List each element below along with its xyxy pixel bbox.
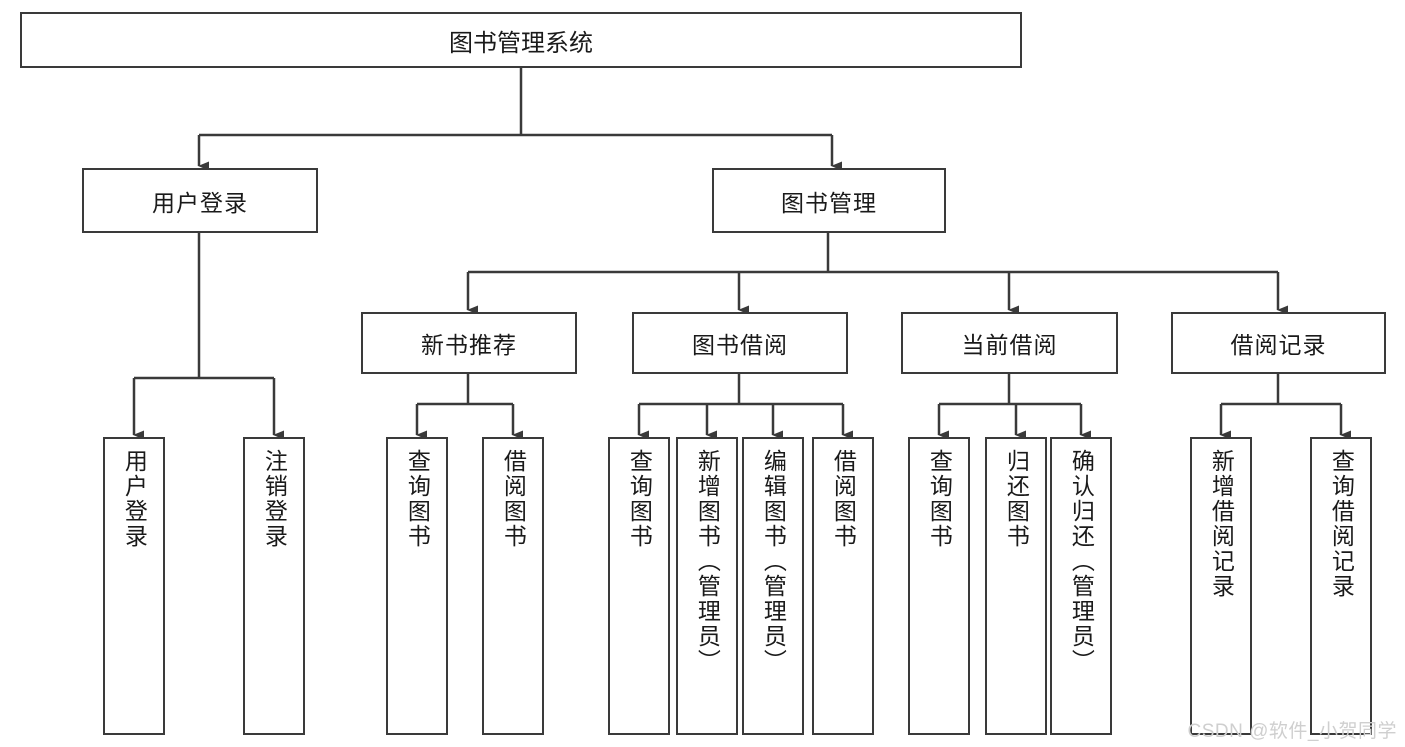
node-borrow-record[interactable]: 借阅记录 bbox=[1171, 312, 1386, 374]
watermark: CSDN @软件_小贺同学 bbox=[1187, 721, 1397, 742]
node-book-borrow[interactable]: 图书借阅 bbox=[632, 312, 848, 374]
node-label: 图书借阅 bbox=[692, 332, 788, 358]
node-root-system[interactable]: 图书管理系统 bbox=[20, 12, 1022, 68]
leaf-current-borrow-3[interactable]: 确认归还（管理员） bbox=[1050, 437, 1112, 735]
leaf-book-borrow-1[interactable]: 查询图书 bbox=[608, 437, 670, 735]
leaf-label: 查询图书 bbox=[626, 449, 653, 549]
leaf-user-login-1[interactable]: 用户登录 bbox=[103, 437, 165, 735]
node-label: 图书管理 bbox=[781, 189, 877, 216]
leaf-borrow-record-1[interactable]: 新增借阅记录 bbox=[1190, 437, 1252, 735]
node-current-borrow[interactable]: 当前借阅 bbox=[901, 312, 1118, 374]
leaf-user-login-2[interactable]: 注销登录 bbox=[243, 437, 305, 735]
node-label: 用户登录 bbox=[152, 189, 248, 216]
leaf-label: 用户登录 bbox=[121, 449, 148, 549]
leaf-borrow-record-2[interactable]: 查询借阅记录 bbox=[1310, 437, 1372, 735]
leaf-book-borrow-4[interactable]: 借阅图书 bbox=[812, 437, 874, 735]
node-new-book-recommend[interactable]: 新书推荐 bbox=[361, 312, 577, 374]
leaf-label: 查询图书 bbox=[404, 449, 431, 549]
node-book-management[interactable]: 图书管理 bbox=[712, 168, 946, 233]
leaf-label: 注销登录 bbox=[261, 449, 288, 549]
node-label: 借阅记录 bbox=[1230, 332, 1327, 358]
leaf-book-borrow-2[interactable]: 新增图书（管理员） bbox=[676, 437, 738, 735]
leaf-label: 新增借阅记录 bbox=[1208, 449, 1235, 599]
leaf-label: 确认归还（管理员） bbox=[1068, 449, 1095, 674]
leaf-label: 归还图书 bbox=[1003, 449, 1030, 549]
leaf-new-book-2[interactable]: 借阅图书 bbox=[482, 437, 544, 735]
node-label: 图书管理系统 bbox=[449, 29, 593, 57]
leaf-label: 编辑图书（管理员） bbox=[760, 449, 787, 674]
node-label: 新书推荐 bbox=[421, 332, 517, 358]
leaf-label: 新增图书（管理员） bbox=[694, 449, 721, 674]
leaf-label: 借阅图书 bbox=[500, 449, 527, 549]
leaf-label: 查询图书 bbox=[926, 449, 953, 549]
leaf-new-book-1[interactable]: 查询图书 bbox=[386, 437, 448, 735]
node-user-login[interactable]: 用户登录 bbox=[82, 168, 318, 233]
leaf-book-borrow-3[interactable]: 编辑图书（管理员） bbox=[742, 437, 804, 735]
leaf-current-borrow-2[interactable]: 归还图书 bbox=[985, 437, 1047, 735]
leaf-label: 查询借阅记录 bbox=[1328, 449, 1355, 599]
node-label: 当前借阅 bbox=[961, 332, 1058, 358]
leaf-current-borrow-1[interactable]: 查询图书 bbox=[908, 437, 970, 735]
leaf-label: 借阅图书 bbox=[830, 449, 857, 549]
